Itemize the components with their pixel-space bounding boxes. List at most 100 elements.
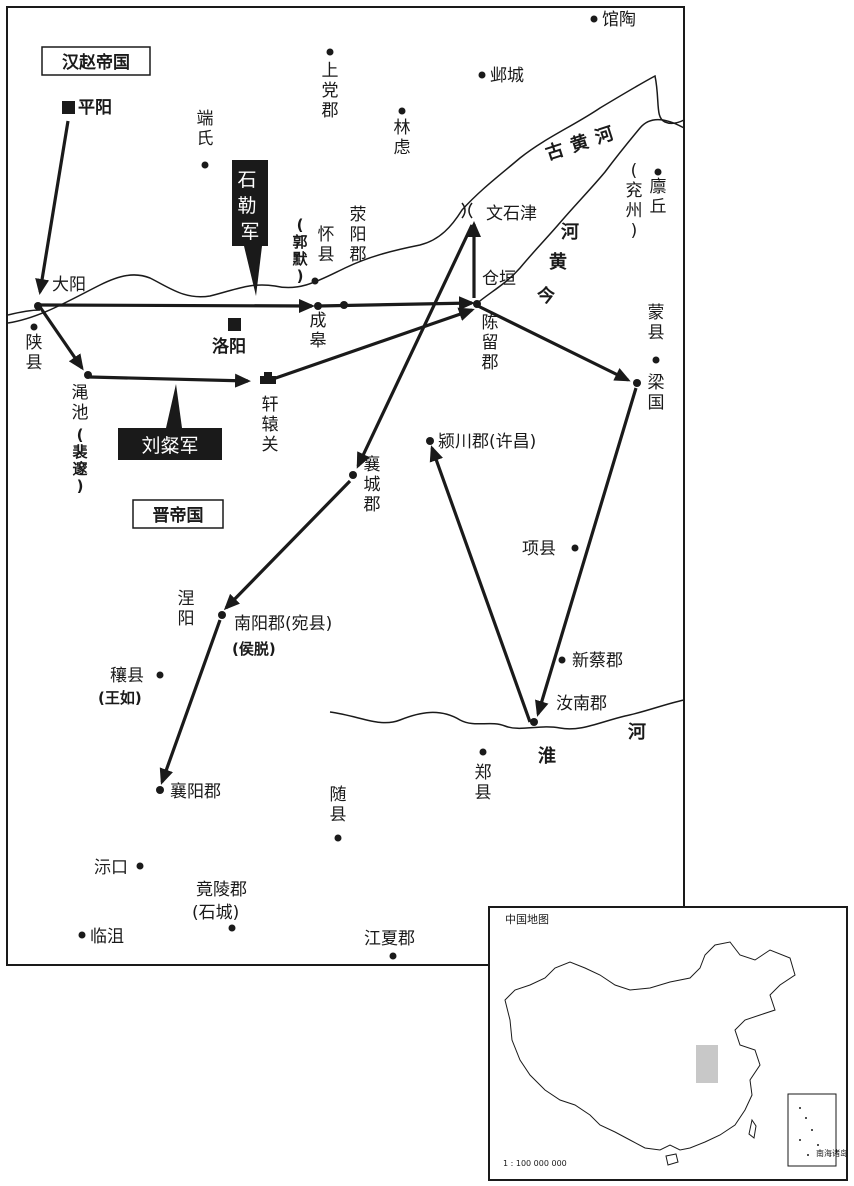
label-shanxian: 陕县 [26,333,43,373]
inset-map: 中国地图 南海诸岛 1 : 100 000 000 [488,906,848,1181]
marker-sikou [136,862,144,870]
route-chenliu-liangguo [477,304,631,382]
marker-xuanyuan [260,372,276,384]
label-xiangxian: 项县 [522,539,556,559]
label-nanyang: 南阳郡(宛县) [234,614,332,634]
label-yecheng: 邺城 [490,66,524,86]
label-huaixian: 怀县 [318,225,335,265]
label-xincai: 新蔡郡 [572,651,623,671]
marker-xiangxian [571,544,579,552]
shi-le-char-1: 石 [237,169,256,191]
label-dayang: 大阳 [52,275,86,295]
shi-le-army-box [232,160,268,246]
marker-dayang [34,302,42,310]
route-runan-yingchuan [429,445,532,723]
yellow-river-main [7,74,685,324]
route-nanyang-xiangyang [159,619,222,785]
marker-xiangcheng [349,471,357,479]
label-guantao: 馆陶 [602,10,636,30]
label-ancient-yellow: 古黄河 [543,120,624,165]
marker-runan [530,718,538,726]
marker-suixian [334,834,342,842]
label-yanzhou: (兖州) [626,161,643,241]
jin-region-label: 晋帝国 [153,505,204,526]
route-pingyang-dayang [35,120,70,295]
marker-shanxian [30,323,38,331]
route-xiangcheng-nanyang [223,479,352,611]
marker-mengxian [652,356,660,364]
marker-guantao [590,15,598,23]
label-wangru: (王如) [98,689,142,707]
marker-liangguo [633,379,641,387]
label-shangdang: 上党郡 [322,61,339,121]
label-houtuo: (侯脱) [232,640,276,658]
marker-chenggao [314,302,322,310]
route-xuanyuan-chenliu [269,307,475,382]
label-jingling: 竟陵郡 [196,880,247,900]
label-sikou: 沶口 [94,858,128,878]
marker-luoyang [228,318,241,331]
label-peisui: (裴邃) [71,426,88,495]
route-dayang-chenggao [39,298,315,313]
label-shicheng: (石城) [192,903,239,923]
marker-linju [78,931,86,939]
label-guomo: (郭默) [292,216,308,285]
jin-region-box [132,499,224,529]
label-chenliu: 陈留郡 [482,313,499,373]
marker-linqiu [654,168,662,176]
inset-title: 中国地图 [505,913,549,926]
marker-xiangyang [156,786,164,794]
label-linju: 临沮 [90,927,124,947]
shi-le-army-pointer [244,246,262,296]
shi-le-char-3: 军 [240,221,259,243]
route-liangguo-runan [535,387,638,717]
label-suixian: 随县 [330,785,347,825]
label-modern-yellow: 河黄 [549,222,579,273]
label-zhengxian: 郑县 [475,763,492,803]
marker-zhengxian [479,748,487,756]
yellow-river-ancient [474,119,685,306]
label-xingyang: 荥阳郡 [350,205,367,265]
inset-scale: 1 : 100 000 000 [503,1159,567,1168]
marker-xingyang-ford [340,301,348,309]
marker-shangdang [326,48,334,56]
marker-xincai [558,656,566,664]
label-liangguo: 梁国 [648,373,665,413]
marker-huaixian [311,277,319,285]
label-mianchi: 渑池 [72,383,89,423]
liu-can-army-label: 刘粲军 [141,435,198,457]
label-nieyang: 涅阳 [178,589,195,629]
yellow-river-modern [7,309,41,316]
label-linqiu: 廪丘 [650,177,667,217]
marker-nanyang [218,611,226,619]
liu-can-army-box [118,428,222,460]
label-duanshi: 端氏 [197,109,214,149]
label-cangyuan: 仓垣 [482,269,516,289]
route-mianchi-xuanyuan [89,373,251,388]
label-xuanyuan: 轩辕关 [262,395,279,455]
marker-chenliu [473,300,481,308]
label-huai: 淮河 [538,722,646,767]
inset-focus-area [696,1045,718,1083]
south-sea-label: 南海诸岛 [816,1148,848,1158]
map-frame [6,6,685,966]
huai-river [329,699,685,730]
label-chenggao: 成皋 [310,311,327,351]
marker-mianchi [84,371,92,379]
liu-can-army-pointer [166,384,182,428]
marker-pingyang [62,101,75,114]
label-wenshijin: 文石津 [486,204,537,224]
inset-frame [488,906,848,1181]
label-runan: 汝南郡 [556,694,607,714]
place-markers [30,15,662,960]
label-xiangyang: 襄阳郡 [170,781,221,802]
south-sea-islands [799,1107,819,1156]
marker-jingling [228,924,236,932]
label-xiangcheng: 襄城郡 [364,454,381,515]
marker-duanshi [201,161,209,169]
label-luoyang: 洛阳 [212,336,246,357]
han-zhao-region-box [41,46,151,76]
ferry-symbol [461,202,473,219]
marker-rangxian [156,671,164,679]
